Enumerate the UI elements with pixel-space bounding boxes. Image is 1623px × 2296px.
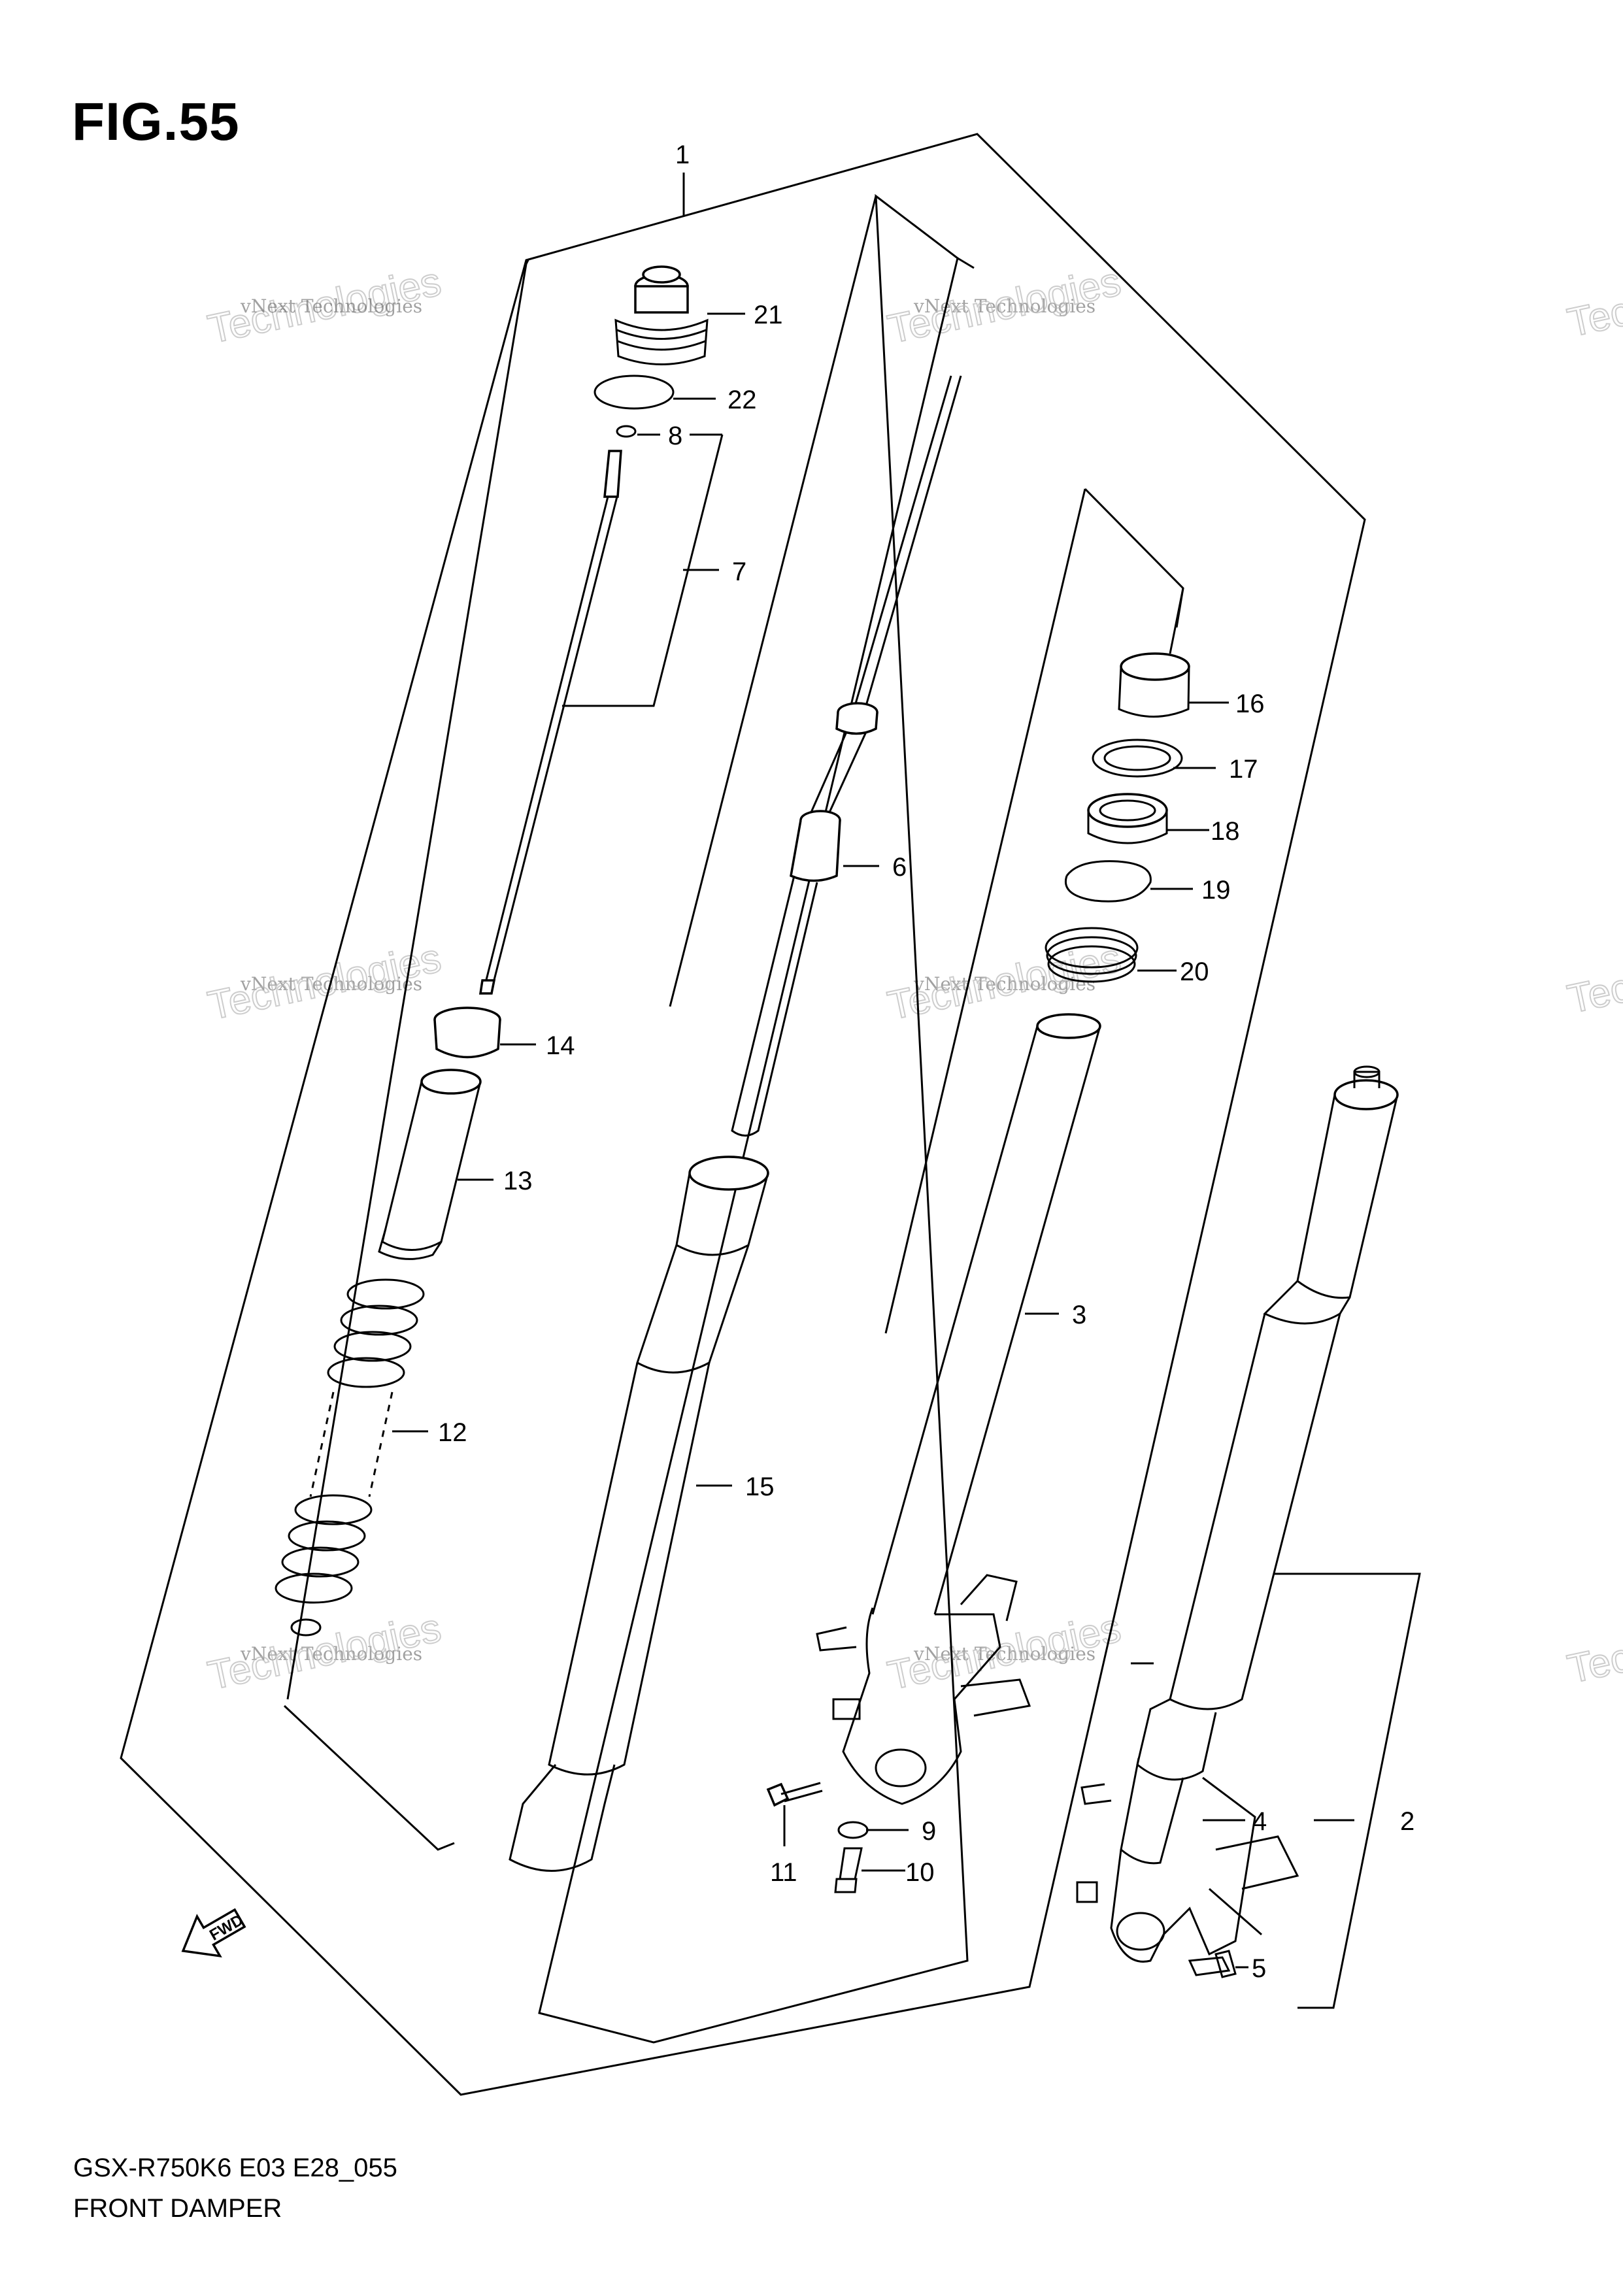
part-6-damper-rod <box>731 375 962 1137</box>
watermark-small: vNext Technologies <box>240 1643 422 1665</box>
cartridge-boundary <box>283 1705 455 1851</box>
assembly-2-frame <box>1275 1572 1421 2009</box>
watermark-big: Technologies <box>204 1605 444 1699</box>
callout-11: 11 <box>770 1858 797 1887</box>
callout-5: 5 <box>1252 1954 1266 1983</box>
part-16-bushing <box>1118 652 1190 718</box>
watermark-small: vNext Technologies <box>913 973 1096 995</box>
part-9-washer <box>837 1821 869 1839</box>
boundary-line <box>884 488 1086 1334</box>
part-5-adjuster <box>1188 1950 1237 1978</box>
figure-title: FIG.55 <box>72 92 240 152</box>
callout-1: 1 <box>675 141 690 169</box>
watermark-big: Technologies <box>884 259 1124 352</box>
callout-8: 8 <box>668 422 682 450</box>
callout-14: 14 <box>546 1031 575 1060</box>
boundary-line <box>1175 588 1184 628</box>
part-20-dust-seal <box>1045 927 1139 983</box>
leader-lines <box>392 173 1354 1969</box>
part-10-drain-bolt <box>834 1847 863 1893</box>
assembly-boundary-outer <box>120 133 1366 2096</box>
cartridge-boundary <box>286 259 529 1700</box>
boundary-line <box>669 195 877 1007</box>
part-17-washer <box>1092 739 1183 778</box>
assembly-boundary-inner-left <box>538 193 969 2044</box>
watermark-small: vNext Technologies <box>240 295 422 317</box>
spring-seat <box>290 1618 322 1637</box>
callout-18: 18 <box>1211 817 1240 846</box>
part-3-inner-tube <box>816 1013 1101 1805</box>
part-22-o-ring <box>594 374 675 410</box>
callout-6: 6 <box>892 853 907 882</box>
callout-22: 22 <box>728 386 757 414</box>
callout-3: 3 <box>1072 1301 1086 1329</box>
callout-2: 2 <box>1400 1807 1414 1836</box>
callout-9: 9 <box>922 1817 936 1846</box>
part-14-rubber <box>433 1007 501 1059</box>
part-12-spring <box>275 1278 425 1604</box>
watermark-big: Technologies <box>884 1605 1124 1699</box>
watermark-big: Technologies <box>1564 252 1623 346</box>
part-19-circlip <box>1065 860 1152 903</box>
callout-labels: 1 2 3 4 5 6 7 8 9 10 11 12 13 14 15 16 1… <box>438 141 1414 1983</box>
watermark-group: Technologies vNext Technologies vNext Te… <box>203 252 1623 1699</box>
callout-12: 12 <box>438 1418 467 1447</box>
watermark-small: vNext Technologies <box>913 1643 1096 1665</box>
part-15-outer-tube <box>509 1156 769 1872</box>
part-13-spacer <box>378 1069 482 1260</box>
part-18-oil-seal <box>1087 793 1168 844</box>
callout-15: 15 <box>745 1472 775 1501</box>
callout-7: 7 <box>732 557 746 586</box>
part-2-right-fork-assembly <box>1076 1065 1399 1963</box>
watermark-big: Technologies <box>1564 929 1623 1022</box>
fwd-arrow-icon: FWD <box>181 1908 246 1958</box>
callout-4: 4 <box>1252 1807 1267 1836</box>
callout-19: 19 <box>1201 876 1231 905</box>
footer-figure-name: FRONT DAMPER <box>73 2194 282 2223</box>
part-11-bolt <box>766 1782 823 1807</box>
assembly-boundary-right <box>1084 488 1184 654</box>
part-21-cap-bolt <box>614 265 709 365</box>
callout-13: 13 <box>503 1167 533 1195</box>
part-8-washer <box>616 425 637 438</box>
callout-21: 21 <box>754 301 783 329</box>
callout-16: 16 <box>1235 690 1265 718</box>
callout-10: 10 <box>905 1858 935 1887</box>
footer-model-code: GSX-R750K6 E03 E28_055 <box>73 2154 397 2182</box>
part-7-adjuster-rod <box>478 450 622 995</box>
watermark-big: Technologies <box>204 935 444 1029</box>
boundary-line <box>957 257 975 269</box>
callout-20: 20 <box>1180 957 1209 986</box>
callout-17: 17 <box>1229 755 1258 784</box>
cartridge-boundary <box>562 434 724 707</box>
watermark-big: Technologies <box>1564 1599 1623 1692</box>
